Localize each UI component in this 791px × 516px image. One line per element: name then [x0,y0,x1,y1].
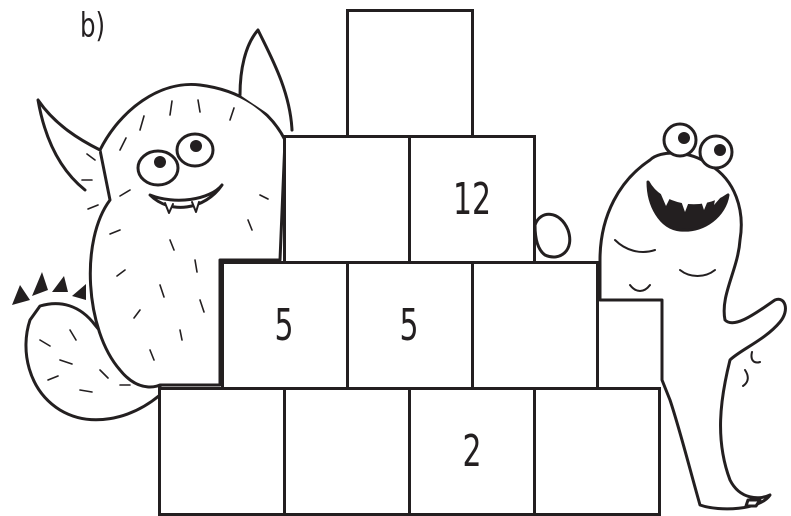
exercise-label: b) [80,6,105,46]
pyramid-cell-r1-c2[interactable] [471,261,599,390]
pyramid-cell-value: 5 [274,304,293,348]
pyramid-cell-value: 2 [462,430,481,474]
pyramid-cell-r2-c0[interactable] [283,135,411,264]
pyramid-cell-r0-c3[interactable] [533,387,661,516]
pyramid-cell-r3-c0[interactable] [346,9,474,138]
pyramid-cell-value: 5 [399,304,418,348]
pyramid-cell-r0-c0[interactable] [158,387,286,516]
pyramid-cell-r0-c1[interactable] [283,387,411,516]
pyramid-cell-value: 12 [452,178,490,222]
